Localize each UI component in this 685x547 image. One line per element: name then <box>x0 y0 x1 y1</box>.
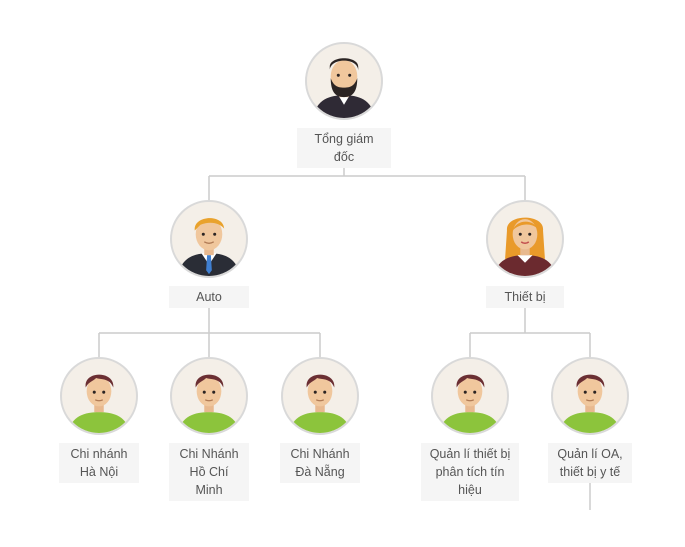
connector-thietbi <box>469 307 591 357</box>
blond-man-tie-icon <box>170 200 248 278</box>
label-chi-nhanh-ha-noi: Chi nhánh Hà Nội <box>59 443 139 483</box>
young-man-icon <box>60 357 138 435</box>
young-man-icon <box>551 357 629 435</box>
node-quan-li-oa[interactable]: Quản lí OA, thiết bị y tế <box>540 357 640 483</box>
node-auto[interactable]: Auto <box>159 200 259 308</box>
bearded-man-icon <box>305 42 383 120</box>
label-quan-li-oa: Quản lí OA, thiết bị y tế <box>548 443 632 483</box>
label-auto: Auto <box>169 286 249 308</box>
label-chi-nhanh-da-nang: Chi Nhánh Đà Nẵng <box>280 443 360 483</box>
node-root[interactable]: Tổng giám đốc <box>294 42 394 168</box>
node-chi-nhanh-da-nang[interactable]: Chi Nhánh Đà Nẵng <box>270 357 370 483</box>
node-chi-nhanh-ho-chi-minh[interactable]: Chi Nhánh Hồ Chí Minh <box>159 357 259 501</box>
young-man-icon <box>281 357 359 435</box>
node-thiet-bi[interactable]: Thiết bị <box>475 200 575 308</box>
label-thiet-bi: Thiết bị <box>486 286 564 308</box>
node-quan-li-thiet-bi[interactable]: Quản lí thiết bị phân tích tín hiệu <box>420 357 520 501</box>
connector-auto <box>98 307 321 357</box>
label-root: Tổng giám đốc <box>297 128 391 168</box>
label-chi-nhanh-ho-chi-minh: Chi Nhánh Hồ Chí Minh <box>169 443 249 501</box>
label-quan-li-thiet-bi: Quản lí thiết bị phân tích tín hiệu <box>421 443 519 501</box>
node-chi-nhanh-ha-noi[interactable]: Chi nhánh Hà Nội <box>49 357 149 483</box>
woman-icon <box>486 200 564 278</box>
young-man-icon <box>431 357 509 435</box>
young-man-icon <box>170 357 248 435</box>
